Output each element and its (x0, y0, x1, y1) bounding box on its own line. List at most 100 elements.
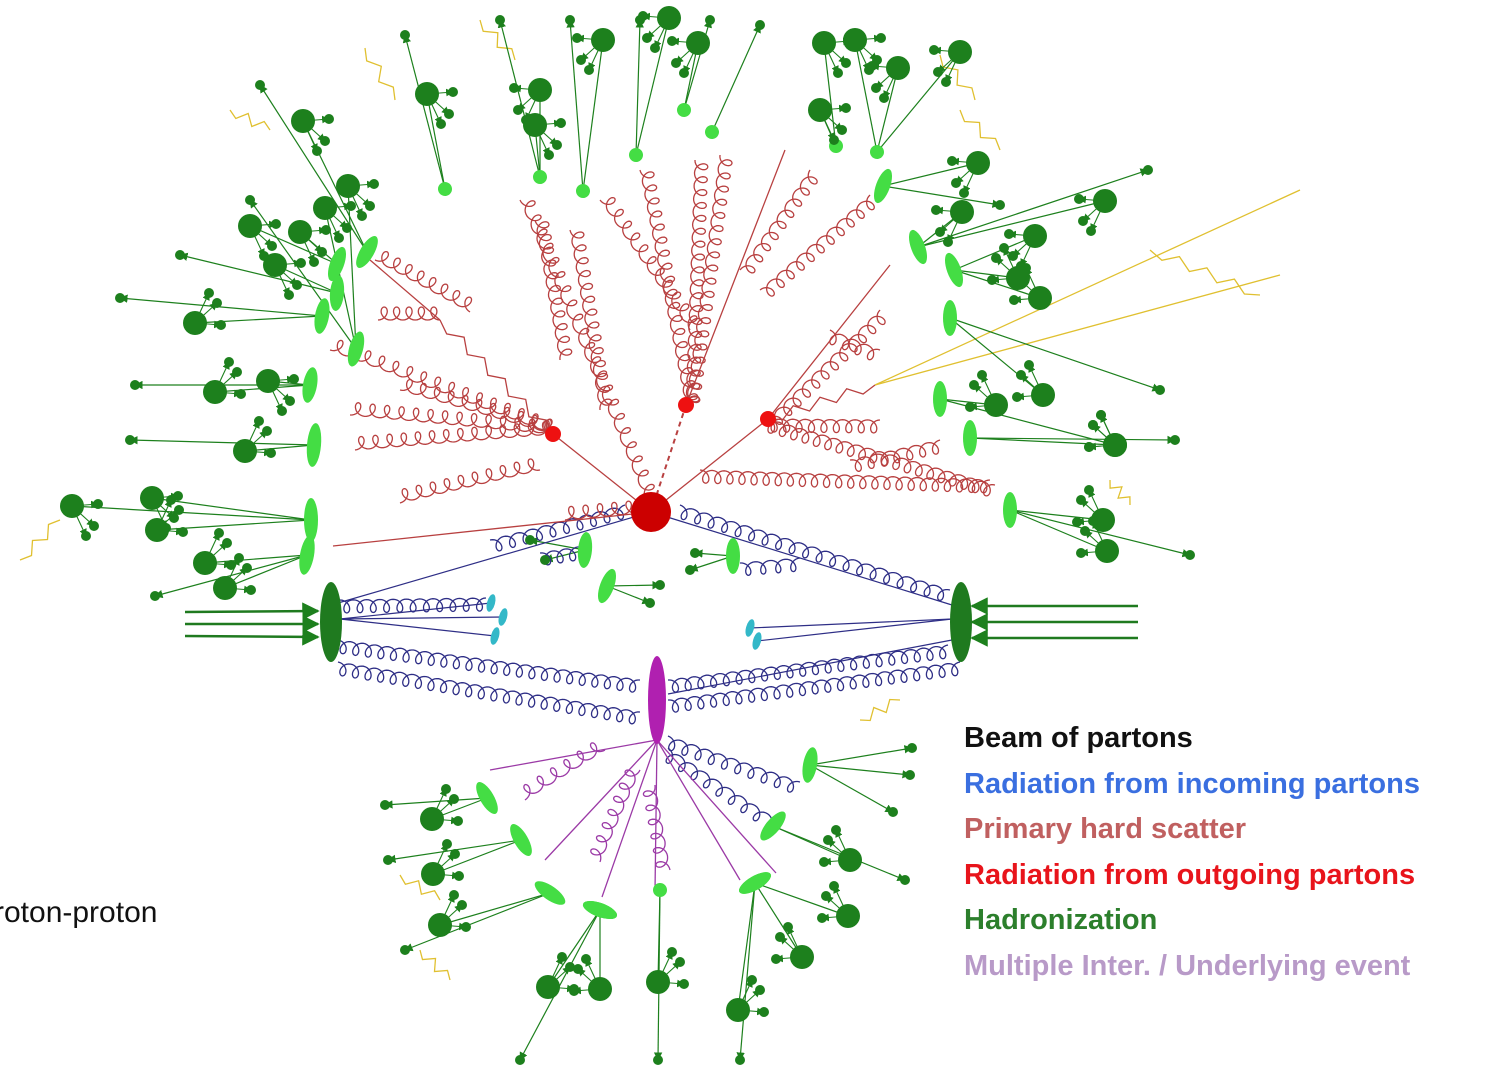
resonance (428, 913, 452, 937)
beam-remnant (490, 627, 500, 645)
hadron (667, 36, 677, 46)
hadron-track (1009, 509, 1108, 552)
hadron-track (635, 19, 644, 156)
hadron (242, 563, 252, 573)
hadron (569, 986, 579, 996)
hadron (454, 871, 464, 881)
hadron-cluster (1003, 492, 1017, 528)
resonance (213, 576, 237, 600)
legend-beam-of-partons: Beam of partons (964, 722, 1193, 754)
underlying-event-gluon (642, 784, 671, 871)
resonance (528, 78, 552, 102)
hadron-cluster (438, 182, 452, 196)
photon-squiggle (229, 109, 271, 131)
fsr-gluon (354, 420, 554, 451)
resonance (193, 551, 217, 575)
hadron-cluster (304, 498, 318, 542)
hadron-cluster (653, 883, 667, 897)
hadron-cluster (943, 300, 957, 336)
hadron-track (497, 19, 541, 178)
resonance (1095, 539, 1119, 563)
beam-remnant (486, 594, 496, 612)
hadron (1012, 392, 1022, 402)
hadron (383, 855, 393, 865)
incoming-beam-line-left (184, 628, 320, 646)
resonance (1031, 383, 1055, 407)
hadron (876, 33, 886, 43)
hadron (245, 195, 255, 205)
hadron (400, 945, 410, 955)
hadron-track (582, 39, 604, 192)
hadron (449, 794, 459, 804)
resonance (415, 82, 439, 106)
hadron (831, 825, 841, 835)
legend: Beam of partons Radiation from incoming … (964, 716, 1420, 989)
resonance (1028, 286, 1052, 310)
hadron-track (606, 585, 651, 605)
resonance (420, 807, 444, 831)
hadron (216, 320, 226, 330)
hadron-cluster (314, 298, 330, 334)
photon-line (874, 274, 1281, 386)
isr-line (667, 639, 953, 695)
resonance (838, 848, 862, 872)
resonance (984, 393, 1008, 417)
hadron (1155, 385, 1165, 395)
hadron (679, 979, 689, 989)
resonance (203, 380, 227, 404)
hadron (977, 370, 987, 380)
beam-remnant (752, 632, 762, 650)
hadron (775, 932, 785, 942)
beam-remnant (745, 619, 755, 637)
hadron (259, 251, 269, 261)
hadron-cluster (510, 824, 532, 856)
remnant-line (339, 616, 504, 620)
hadron (89, 521, 99, 531)
hadron (1088, 420, 1098, 430)
isr-gluon (740, 557, 801, 576)
outgoing-quark-line (332, 511, 652, 547)
resonance (336, 174, 360, 198)
hadron (951, 178, 961, 188)
fsr-quark (439, 319, 554, 435)
hadron-track (809, 745, 913, 766)
hadron (1185, 550, 1195, 560)
photon-line (874, 189, 1301, 386)
resonance (233, 439, 257, 463)
fsr-gluon (569, 229, 613, 411)
resonance (588, 977, 612, 1001)
hadron (1076, 548, 1086, 558)
fsr-gluon (639, 169, 699, 406)
hadron (214, 528, 224, 538)
hadron (453, 816, 463, 826)
fsr-gluon (767, 418, 996, 497)
hadron (675, 957, 685, 967)
hadron (642, 33, 652, 43)
hadron-track (347, 185, 357, 350)
hadron (879, 93, 889, 103)
hadron-track (772, 825, 906, 882)
hadron-cluster (577, 532, 593, 568)
hadron (817, 913, 827, 923)
hadron-cluster (802, 747, 818, 783)
hadron (178, 527, 188, 537)
hadron-track (249, 225, 338, 265)
hadron (444, 109, 454, 119)
hadron (871, 83, 881, 93)
hadron (448, 87, 458, 97)
resonance (657, 6, 681, 30)
hadron-cluster (933, 381, 947, 417)
hadron-clusters (299, 103, 1017, 920)
hadron-track (754, 882, 849, 917)
fsr-gluon (399, 378, 554, 435)
hadron (747, 975, 757, 985)
hadron-track (566, 19, 584, 192)
hadron (222, 538, 232, 548)
hadron-track (949, 317, 1161, 392)
hadron (653, 1055, 663, 1065)
hadron (645, 598, 655, 608)
hadron-cluster (582, 900, 618, 920)
resonance (288, 220, 312, 244)
hadron (400, 30, 410, 40)
hadron (557, 952, 567, 962)
